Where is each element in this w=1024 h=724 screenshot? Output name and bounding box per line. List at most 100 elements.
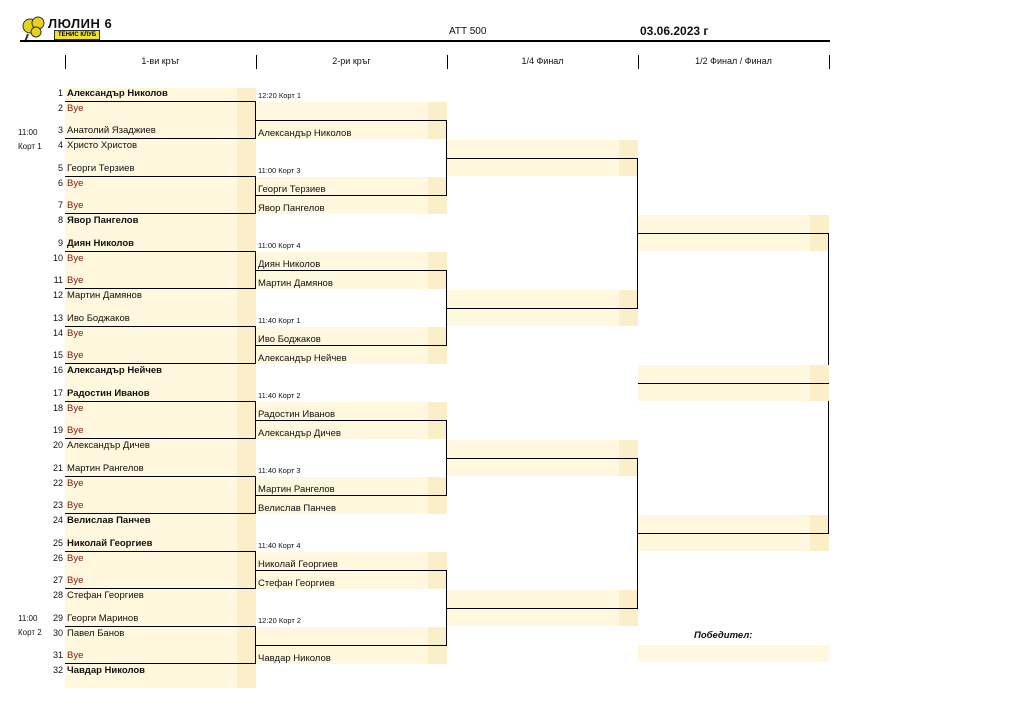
header-divider xyxy=(20,40,830,42)
match-time: 11:00 Корт 4 xyxy=(258,241,301,250)
match-time: 12:20 Корт 2 xyxy=(258,616,302,625)
round-divider xyxy=(829,55,830,69)
player-name: Bye xyxy=(67,553,84,564)
r1-row-band-edge xyxy=(237,148,256,163)
r1-connector xyxy=(65,363,256,364)
r2-player-bottom: Александър Николов xyxy=(258,128,352,139)
r1-group-band-edge xyxy=(237,388,256,448)
r2-connector xyxy=(256,270,447,271)
player-name: Радостин Иванов xyxy=(67,388,150,399)
player-name: Bye xyxy=(67,350,84,361)
r1-row-band xyxy=(65,373,256,388)
player-seed: 32 xyxy=(52,665,63,675)
player-name: Иво Боджаков xyxy=(67,313,130,324)
r1-connector xyxy=(255,401,256,439)
qf-connector xyxy=(447,307,638,309)
r1-group-band-edge xyxy=(237,613,256,673)
player-name: Александър Дичев xyxy=(67,440,150,451)
r1-connector xyxy=(255,101,256,139)
r2-connector xyxy=(256,570,447,571)
r2-connector xyxy=(446,120,447,196)
player-name: Bye xyxy=(67,275,84,286)
player-seed: 4 xyxy=(57,140,63,150)
player-seed: 27 xyxy=(52,575,63,585)
player-name: Bye xyxy=(67,253,84,264)
r2-player-bottom: Александър Дичев xyxy=(258,428,341,439)
r1-connector xyxy=(255,551,256,589)
r1-row-band xyxy=(65,148,256,163)
player-seed: 24 xyxy=(52,515,63,525)
player-name: Bye xyxy=(67,403,84,414)
qf-connector xyxy=(637,157,638,309)
player-seed: 21 xyxy=(52,463,63,473)
player-name: Георги Терзиев xyxy=(67,163,135,174)
player-name: Чавдар Николов xyxy=(67,665,146,676)
player-seed: 11 xyxy=(53,275,63,285)
r1-row-band-edge xyxy=(237,673,256,688)
r2-player-bottom: Велислав Панчев xyxy=(258,503,337,514)
player-seed: 16 xyxy=(52,365,63,375)
player-seed: 25 xyxy=(52,538,63,548)
player-seed: 1 xyxy=(57,88,63,98)
r1-row-band-edge xyxy=(237,598,256,613)
side-time-2: 11:00 xyxy=(18,614,38,623)
r2-player-top: Николай Георгиев xyxy=(258,559,338,570)
player-name: Bye xyxy=(67,575,84,586)
r2-player-bottom: Явор Пангелов xyxy=(258,203,325,214)
round-header-2: 2-ри кръг xyxy=(332,56,371,66)
r2-connector xyxy=(446,570,447,646)
match-time: 11:40 Корт 3 xyxy=(258,466,301,475)
r1-connector xyxy=(65,101,256,102)
r2-player-top: Радостин Иванов xyxy=(258,409,336,420)
round-header-3: 1/4 Финал xyxy=(521,56,564,66)
r1-connector xyxy=(255,176,256,214)
player-seed: 14 xyxy=(52,328,63,338)
r1-group-band-edge xyxy=(237,163,256,223)
qf-connector xyxy=(447,607,638,609)
player-name: Мартин Рангелов xyxy=(67,463,144,474)
player-seed: 5 xyxy=(57,163,63,173)
r2-connector xyxy=(256,195,447,196)
match-time: 11:40 Корт 1 xyxy=(258,316,301,325)
r1-connector xyxy=(255,326,256,364)
player-seed: 8 xyxy=(57,215,63,225)
player-seed: 22 xyxy=(52,478,63,488)
round-divider xyxy=(447,55,448,69)
player-name: Александър Николов xyxy=(67,88,168,99)
player-seed: 10 xyxy=(52,253,63,263)
r1-row-band xyxy=(65,598,256,613)
player-seed: 30 xyxy=(52,628,63,638)
player-name: Bye xyxy=(67,178,84,189)
player-seed: 3 xyxy=(57,125,63,135)
tennis-ball-logo-icon xyxy=(22,16,45,43)
event-name: ATT 500 xyxy=(449,26,487,37)
r1-row-band-edge xyxy=(237,223,256,238)
player-name: Велислав Панчев xyxy=(67,515,151,526)
r1-connector xyxy=(65,438,256,439)
player-seed: 15 xyxy=(52,350,63,360)
r1-group-band-edge xyxy=(237,313,256,373)
r1-group-band-edge xyxy=(237,88,256,148)
side-time-1: 11:00 xyxy=(18,128,38,137)
player-name: Bye xyxy=(67,425,84,436)
round-divider xyxy=(65,55,66,69)
r2-player-top: Мартин Рангелов xyxy=(258,484,335,495)
round-divider xyxy=(256,55,257,69)
player-name: Bye xyxy=(67,478,84,489)
r1-connector xyxy=(65,513,256,514)
r1-connector xyxy=(255,626,256,664)
player-name: Павел Банов xyxy=(67,628,125,639)
player-name: Bye xyxy=(67,500,84,511)
player-seed: 17 xyxy=(52,388,63,398)
player-name: Bye xyxy=(67,103,84,114)
r1-connector xyxy=(65,213,256,214)
r1-connector xyxy=(65,401,256,402)
r2-connector xyxy=(446,270,447,346)
r1-connector xyxy=(65,626,256,627)
qf-connector xyxy=(447,157,638,159)
match-time: 11:00 Корт 3 xyxy=(258,166,301,175)
player-seed: 31 xyxy=(52,650,63,660)
player-name: Стефан Георгиев xyxy=(67,590,144,601)
match-time: 11:40 Корт 4 xyxy=(258,541,301,550)
r2-connector xyxy=(256,645,447,646)
